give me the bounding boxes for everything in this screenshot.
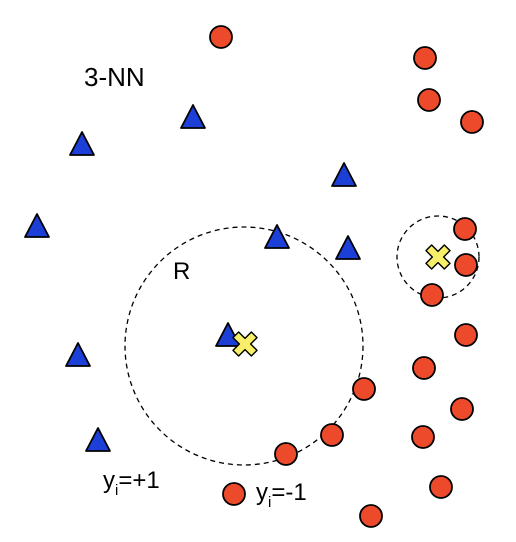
positive-point-triangle [335, 235, 361, 260]
negative-point-circle [320, 423, 344, 447]
negative-point-circle [274, 442, 298, 466]
negative-point-circle [420, 283, 444, 307]
positive-point-triangle [65, 342, 91, 367]
positive-point-triangle [69, 131, 95, 156]
positive-points [24, 104, 361, 452]
positive-point-triangle [331, 162, 357, 187]
query-point-x-icon [232, 331, 258, 357]
large-neighborhood-circle [124, 226, 364, 466]
negative-point-circle [209, 25, 233, 49]
negative-class-label: yi=-1 [256, 479, 307, 511]
radius-label: R [173, 258, 190, 285]
negative-point-circle [413, 46, 437, 70]
negative-point-circle [454, 253, 478, 277]
positive-point-triangle [180, 104, 206, 129]
negative-point-circle [352, 377, 376, 401]
negative-point-circle [450, 397, 474, 421]
negative-point-circle [411, 425, 435, 449]
negative-point-circle [222, 482, 246, 506]
negative-point-circle [429, 475, 453, 499]
positive-class-label: yi=+1 [103, 467, 160, 499]
negative-point-circle [453, 217, 477, 241]
positive-point-triangle [24, 213, 50, 238]
negative-point-circle [460, 110, 484, 134]
negative-point-circle [454, 323, 478, 347]
negative-points [209, 25, 484, 528]
positive-point-triangle [264, 224, 290, 249]
positive-point-triangle [85, 427, 111, 452]
negative-point-circle [412, 356, 436, 380]
positive-point-triangle [215, 322, 241, 347]
negative-point-circle [417, 88, 441, 112]
query-point-x-icon [425, 244, 451, 270]
diagram-title: 3-NN [84, 62, 145, 92]
negative-point-circle [359, 504, 383, 528]
